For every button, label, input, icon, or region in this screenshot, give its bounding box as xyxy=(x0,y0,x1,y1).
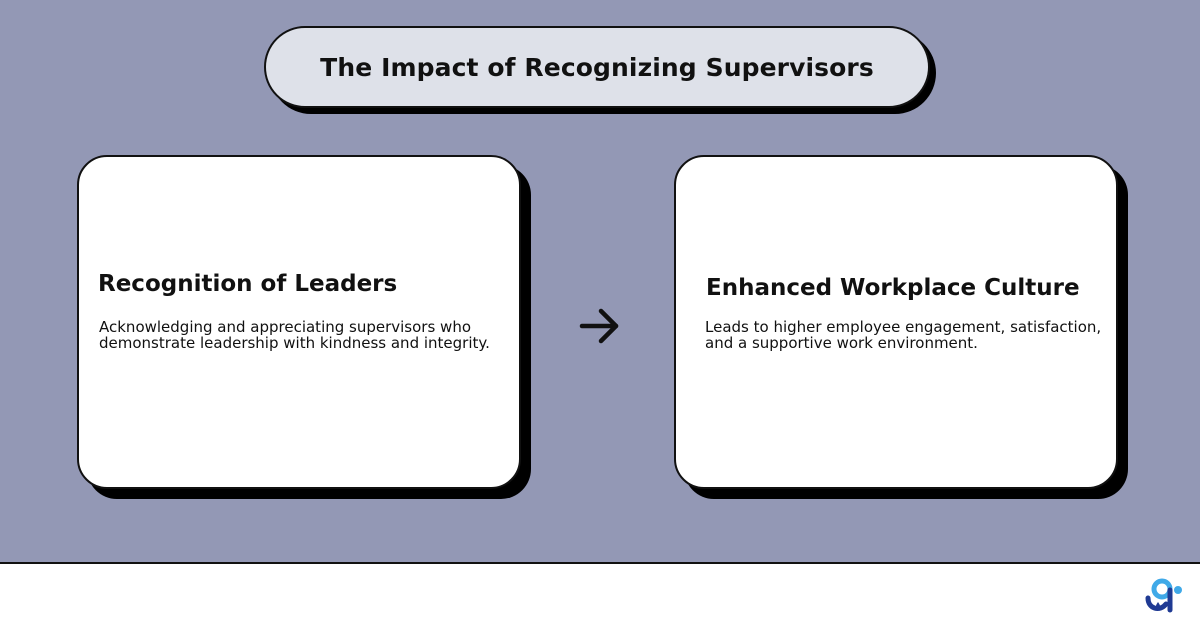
diagram-canvas: The Impact of Recognizing Supervisors Re… xyxy=(0,0,1200,564)
node-description: Leads to higher employee engagement, sat… xyxy=(705,318,1102,352)
node-enhanced-workplace-culture: Enhanced Workplace Culture Leads to high… xyxy=(674,155,1118,489)
node-description: Acknowledging and appreciating superviso… xyxy=(99,318,490,352)
title-banner: The Impact of Recognizing Supervisors xyxy=(264,26,930,108)
brand-logo-icon xyxy=(1145,578,1182,613)
diagram-title: The Impact of Recognizing Supervisors xyxy=(320,52,874,82)
node-heading: Recognition of Leaders xyxy=(98,271,398,297)
node-heading: Enhanced Workplace Culture xyxy=(706,275,1080,301)
node-recognition-of-leaders: Recognition of Leaders Acknowledging and… xyxy=(77,155,521,489)
arrow-right-icon xyxy=(579,308,619,344)
